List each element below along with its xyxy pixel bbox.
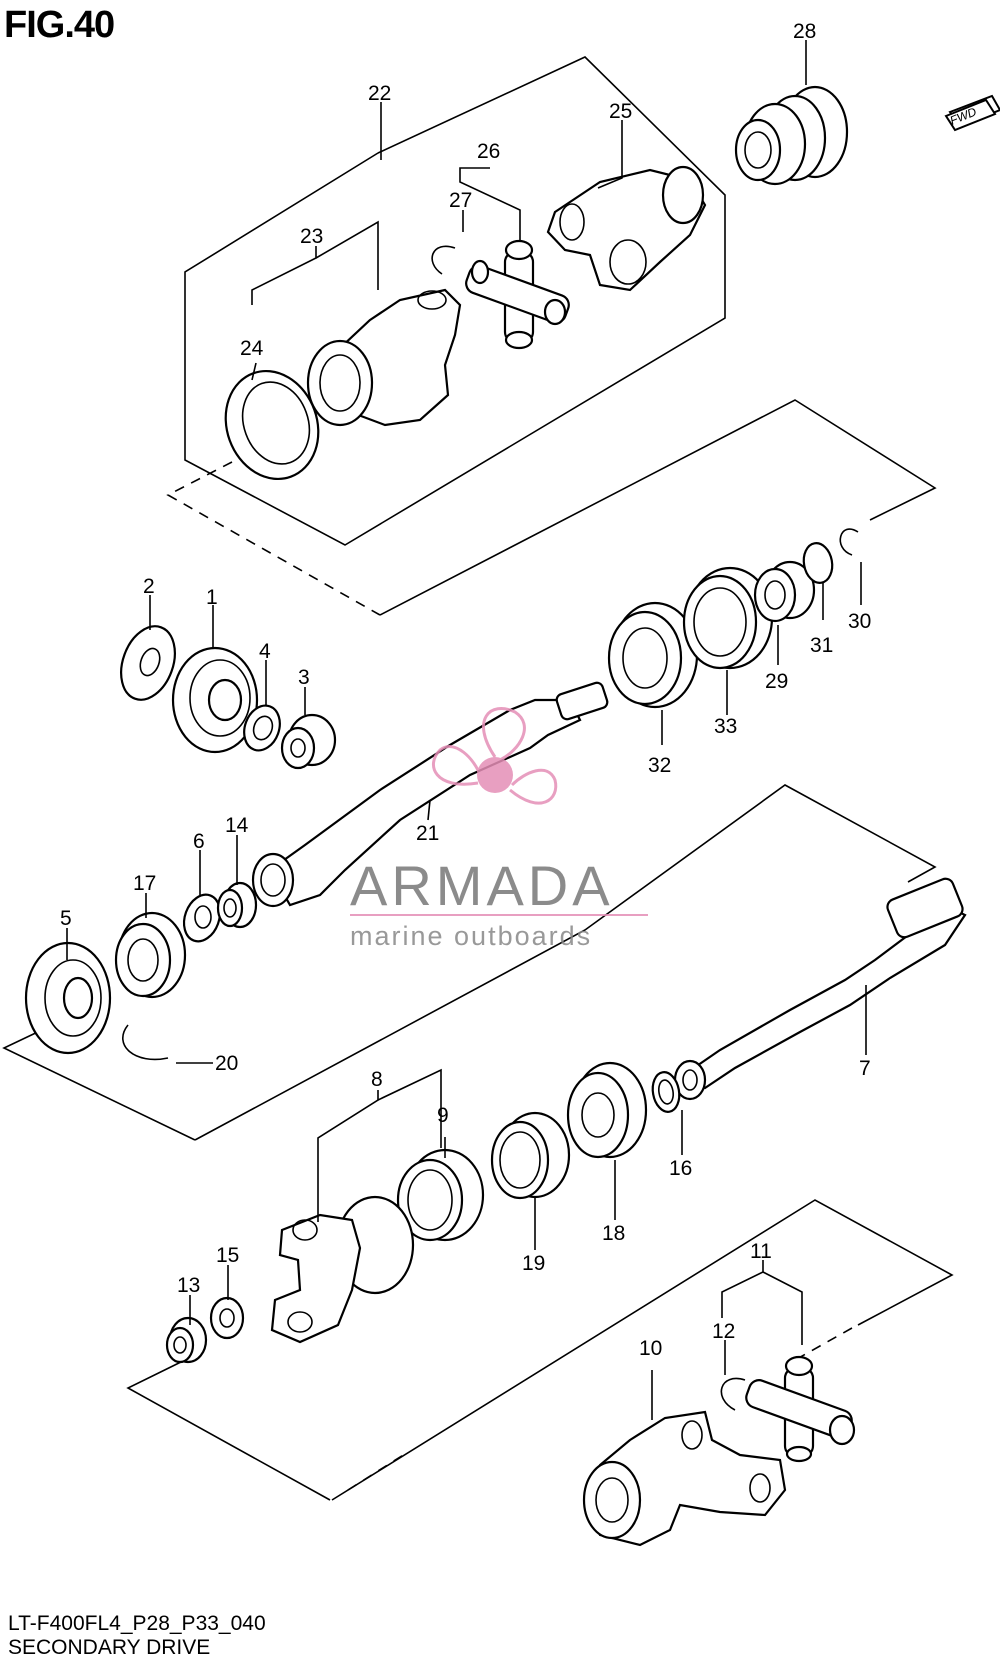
nut-13	[165, 1316, 208, 1364]
callout-3: 3	[298, 666, 310, 689]
callout-labels: 1 2 3 4 5 6 7 8 9 10 11 12 13 14 15 16 1…	[60, 20, 871, 1360]
callout-5: 5	[60, 907, 72, 930]
fwd-arrow-icon: FWD	[944, 94, 1000, 132]
circlip-27	[431, 245, 456, 275]
bearing-32	[607, 601, 699, 709]
callout-10: 10	[639, 1337, 662, 1360]
nut-3	[280, 713, 337, 770]
callout-19: 19	[522, 1252, 545, 1275]
bevel-gear-1	[171, 646, 259, 754]
leader-lines	[66, 40, 867, 1420]
shim-31	[802, 542, 834, 584]
figure-title: FIG.40	[4, 4, 115, 46]
callout-7: 7	[859, 1057, 871, 1080]
callout-17: 17	[133, 872, 156, 895]
callout-14: 14	[225, 814, 249, 837]
bearing-17	[114, 911, 187, 999]
spacer-29	[753, 560, 816, 623]
circlip-30	[839, 528, 859, 556]
callout-15: 15	[216, 1244, 239, 1267]
callout-27: 27	[449, 189, 472, 212]
callout-33: 33	[714, 715, 737, 738]
callout-18: 18	[602, 1222, 625, 1245]
callout-16: 16	[669, 1157, 692, 1180]
bevel-gear-5	[24, 941, 112, 1055]
yoke-8	[270, 1195, 415, 1344]
shim-16	[651, 1071, 681, 1113]
callout-26: 26	[477, 140, 500, 163]
callout-21: 21	[416, 822, 439, 845]
yoke-23	[306, 288, 462, 427]
callout-13: 13	[177, 1274, 200, 1297]
callout-30: 30	[848, 610, 871, 633]
washer-6	[182, 893, 222, 943]
callout-31: 31	[810, 634, 833, 657]
yoke-25	[546, 165, 707, 292]
callout-6: 6	[193, 830, 205, 853]
washer-2	[120, 625, 176, 701]
yoke-10	[582, 1410, 787, 1547]
callout-12: 12	[712, 1320, 735, 1343]
callout-32: 32	[648, 754, 671, 777]
circlip-20	[122, 1024, 169, 1061]
shim-14	[216, 881, 258, 929]
callout-24: 24	[240, 337, 264, 360]
callout-20: 20	[215, 1052, 238, 1075]
callout-29: 29	[765, 670, 788, 693]
propeller-logo-icon	[431, 707, 558, 805]
diagram-caption: SECONDARY DRIVE	[8, 1636, 211, 1659]
watermark-brand: ARMADA	[350, 854, 614, 917]
spacer-19	[490, 1111, 571, 1200]
callout-25: 25	[609, 100, 632, 123]
spider-26	[465, 239, 570, 350]
watermark-tagline: marine outboards	[350, 921, 592, 951]
callout-2: 2	[143, 575, 155, 598]
bearing-33	[682, 566, 774, 670]
callout-28: 28	[793, 20, 816, 43]
washer-4	[243, 704, 281, 752]
bearing-18	[566, 1061, 648, 1159]
watermark: ARMADA marine outboards	[350, 707, 648, 951]
callout-11: 11	[750, 1240, 772, 1263]
oil-seal-9	[396, 1148, 485, 1242]
callout-22: 22	[368, 82, 391, 105]
boot-28	[734, 85, 849, 186]
callout-1: 1	[206, 586, 218, 609]
callout-23: 23	[300, 225, 323, 248]
shaft-7	[673, 877, 967, 1101]
shaft-21	[251, 681, 609, 908]
callout-8: 8	[371, 1068, 383, 1091]
model-code: LT-F400FL4_P28_P33_040	[8, 1612, 266, 1635]
callout-4: 4	[259, 640, 271, 663]
upper-assembly-frame	[166, 56, 937, 616]
callout-9: 9	[437, 1104, 449, 1127]
washer-15	[209, 1296, 245, 1340]
circlip-12	[720, 1377, 746, 1411]
spider-11	[745, 1355, 856, 1463]
lower-assembly-frame	[126, 1199, 954, 1501]
